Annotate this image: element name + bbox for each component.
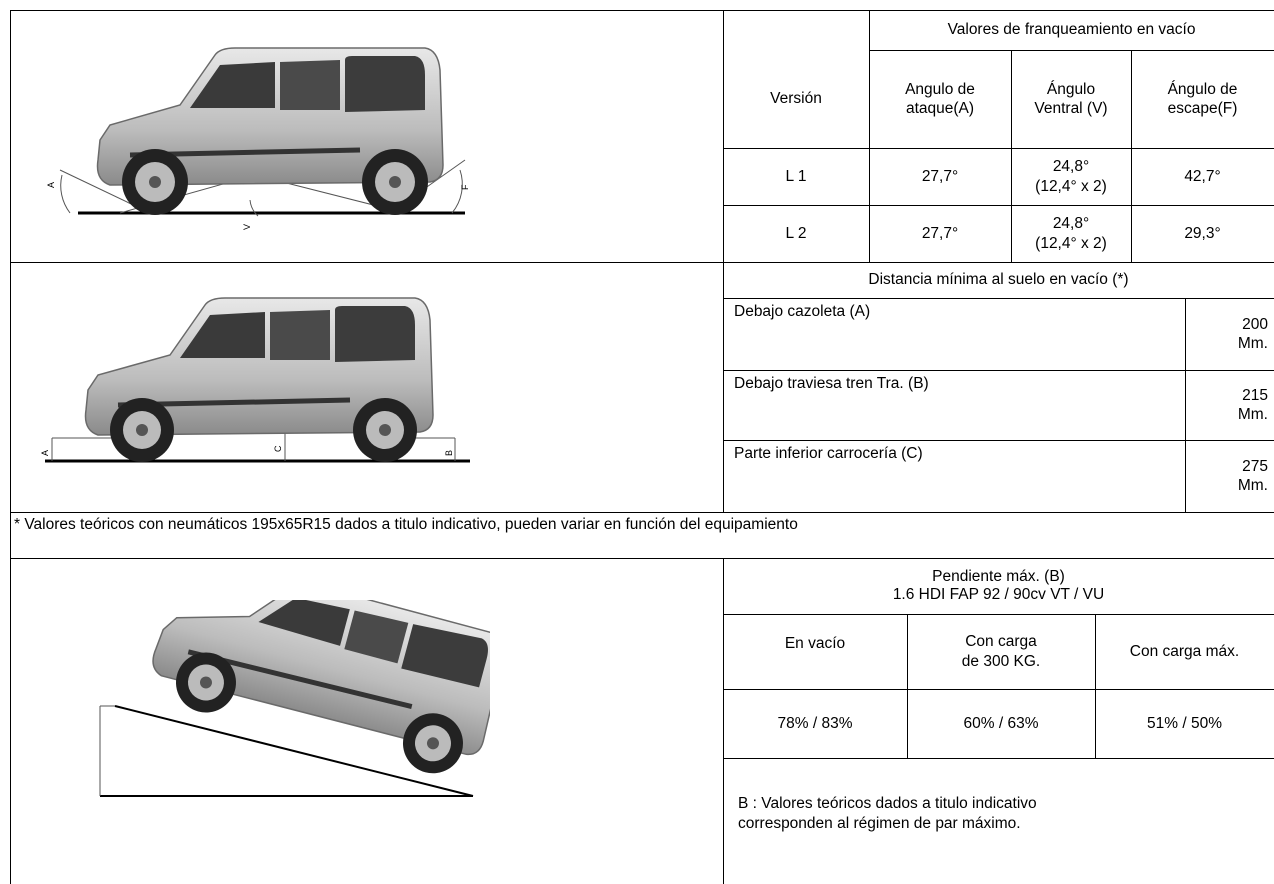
- s2-r3-label: Parte inferior carrocería (C): [734, 445, 923, 462]
- s2-r3-value: 275 Mm.: [1237, 457, 1268, 494]
- frame-top: [10, 10, 1274, 11]
- s2-header: Distancia mínima al suelo en vacío (*): [868, 271, 1129, 289]
- s1-r2-ventral: 24,8° (12,4° x 2): [1035, 215, 1107, 252]
- s3-col-divider-2: [1095, 614, 1096, 758]
- label-b: B: [444, 450, 454, 456]
- frame-left: [10, 10, 11, 884]
- footnote-bottom-line: [10, 558, 1274, 559]
- s3-row-line-1: [723, 689, 1274, 690]
- s1-header: Valores de franqueamiento en vacío: [947, 21, 1196, 39]
- s3-col-300kg: Con carga de 300 KG.: [961, 633, 1041, 670]
- s2-header-line: [723, 298, 1274, 299]
- s3-header-line: [723, 614, 1274, 615]
- label-f: F: [460, 184, 470, 190]
- footnote: * Valores teóricos con neumáticos 195x65…: [14, 516, 798, 533]
- s3-col-divider-1: [907, 614, 908, 758]
- s1-row-line-2: [723, 205, 1274, 206]
- s3-row-line-2: [723, 758, 1274, 759]
- s2-r1-value: 200 Mm.: [1237, 315, 1268, 352]
- s1-r2-version: L 2: [785, 224, 807, 242]
- s1-r1-ataque: 27,7°: [921, 167, 959, 185]
- s3-col-vacio: En vacío: [784, 635, 846, 652]
- s1-r1-ventral: 24,8° (12,4° x 2): [1035, 158, 1107, 195]
- s2-row-line-2: [723, 440, 1274, 441]
- label-v: V: [242, 224, 252, 230]
- s1-col-divider-2: [1011, 50, 1012, 262]
- van-slope-illustration: [99, 600, 490, 797]
- s1-col-ataque: Angulo de ataque(A): [905, 80, 975, 117]
- label-a: A: [46, 182, 56, 188]
- s2-value-divider: [1185, 298, 1186, 512]
- s3-val-vacio: 78% / 83%: [777, 714, 853, 732]
- s1-r2-escape: 29,3°: [1184, 224, 1221, 242]
- s1-r1-version: L 1: [785, 167, 807, 185]
- s2-bottom-line: [10, 512, 1274, 513]
- divider-image-table: [723, 10, 724, 512]
- s3-val-300kg: 60% / 63%: [963, 714, 1039, 732]
- s1-r1-escape: 42,7°: [1184, 167, 1221, 185]
- s1-row-line-1: [723, 148, 1274, 149]
- s3-val-max: 51% / 50%: [1147, 714, 1222, 732]
- s1-col-ventral: Ángulo Ventral (V): [1034, 80, 1108, 117]
- s3-header: Pendiente máx. (B) 1.6 HDI FAP 92 / 90cv…: [892, 568, 1105, 603]
- s1-r2-ataque: 27,7°: [921, 224, 959, 242]
- label-c: C: [273, 445, 283, 452]
- label-a2: A: [40, 450, 50, 456]
- s3-col-max: Con carga máx.: [1129, 642, 1240, 660]
- s2-r2-value: 215 Mm.: [1237, 386, 1268, 423]
- s1-col-escape: Ángulo de escape(F): [1167, 80, 1238, 117]
- divider-image-table-3: [723, 558, 724, 884]
- s1-col-divider-3: [1131, 50, 1132, 262]
- s2-r2-label: Debajo traviesa tren Tra. (B): [734, 375, 929, 392]
- van-clearance-illustration: A C B: [40, 297, 470, 463]
- s1-bottom-line: [10, 262, 1274, 263]
- s3-note: B : Valores teóricos dados a titulo indi…: [738, 795, 1037, 833]
- s1-col-version: Versión: [770, 90, 822, 108]
- van-angles-illustration: A V F: [46, 47, 470, 230]
- s1-col-divider-1: [869, 10, 870, 262]
- s2-r1-label: Debajo cazoleta (A): [734, 303, 871, 320]
- s2-row-line-1: [723, 370, 1274, 371]
- s1-header-line: [869, 50, 1274, 51]
